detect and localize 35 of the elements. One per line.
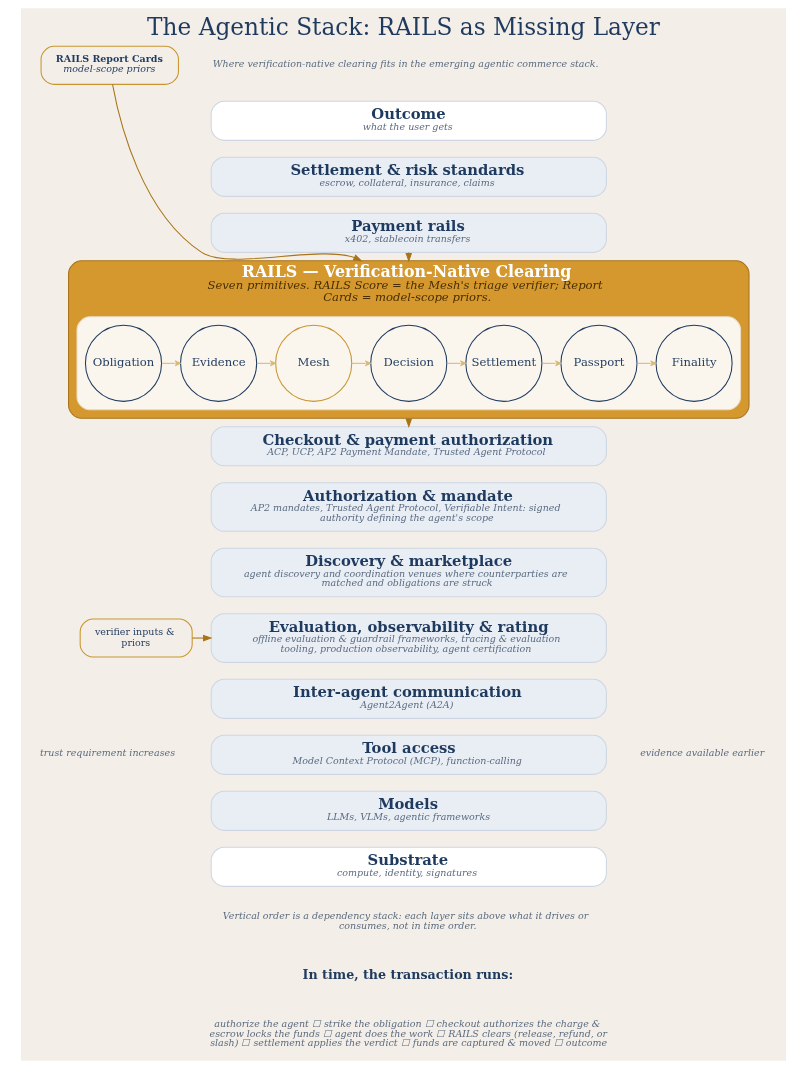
node-box: Models LLMs, VLMs, agentic frameworks <box>210 790 607 831</box>
label: trust requirement increases <box>40 747 176 759</box>
node-circle: Mesh <box>275 324 353 402</box>
node-box: Discovery & marketplace agent discovery and coordination venues where counterparties are matched and obligations are struck <box>210 547 607 598</box>
label: evidence available earlier <box>640 747 765 759</box>
node-box: Checkout & payment authorization ACP, UCP, AP2 Payment Mandate, Trusted Agent Protocol <box>210 426 607 467</box>
node-circle: Passport <box>560 324 638 402</box>
node-circle: Obligation <box>84 324 163 402</box>
node-box: RAILS Report Cards model-scope priors <box>40 45 179 85</box>
cluster <box>76 316 742 411</box>
arrow <box>191 634 213 642</box>
arrow <box>351 360 372 367</box>
node-box: Tool access Model Context Protocol (MCP), function-calling <box>210 734 607 775</box>
arrow <box>446 360 467 367</box>
label: In time, the transaction runs: <box>302 967 514 983</box>
node-box: verifier inputs & priors <box>79 618 193 658</box>
node-box: Substrate compute, identity, signatures <box>210 846 607 887</box>
node-box: Evaluation, observability & rating offline evaluation & guardrail frameworks, tracing & evaluation tooling, production observability, agent certification <box>210 613 607 663</box>
node-circle: Settlement <box>465 324 543 402</box>
arrow <box>636 360 657 367</box>
node-circle: Decision <box>370 324 448 402</box>
arrow <box>161 360 181 367</box>
node-circle: Evidence <box>180 324 258 402</box>
label: Vertical order is a dependency stack: each layer sits above what it drives or consumes, not in time order. <box>222 910 589 931</box>
arrow <box>256 360 277 367</box>
node-circle: Finality <box>655 324 733 402</box>
label: authorize the agent ☐ strike the obligation ☐ checkout authorizes the charge & escrow locks the funds ☐ agent does the work ☐ RAILS clears (release, refund, or slash) ☐ settlement applies the verdict ☐ funds are captured & moved ☐ outcome <box>209 1018 608 1049</box>
node-box: Authorization & mandate AP2 mandates, Trusted Agent Protocol, Verifiable Intent: signed authority defining the agent's scope <box>210 482 607 532</box>
label: Where verification-native clearing fits in the emerging agentic commerce stack. <box>212 57 599 69</box>
arrow <box>541 360 562 367</box>
diagram-title: The Agentic Stack: RAILS as Missing Layer <box>147 13 660 41</box>
node-box: Inter-agent communication Agent2Agent (A2A) <box>210 678 607 719</box>
arrow <box>112 83 363 262</box>
node-box: Outcome what the user gets <box>210 100 607 141</box>
node-box: Settlement & risk standards escrow, collateral, insurance, claims <box>210 156 607 197</box>
